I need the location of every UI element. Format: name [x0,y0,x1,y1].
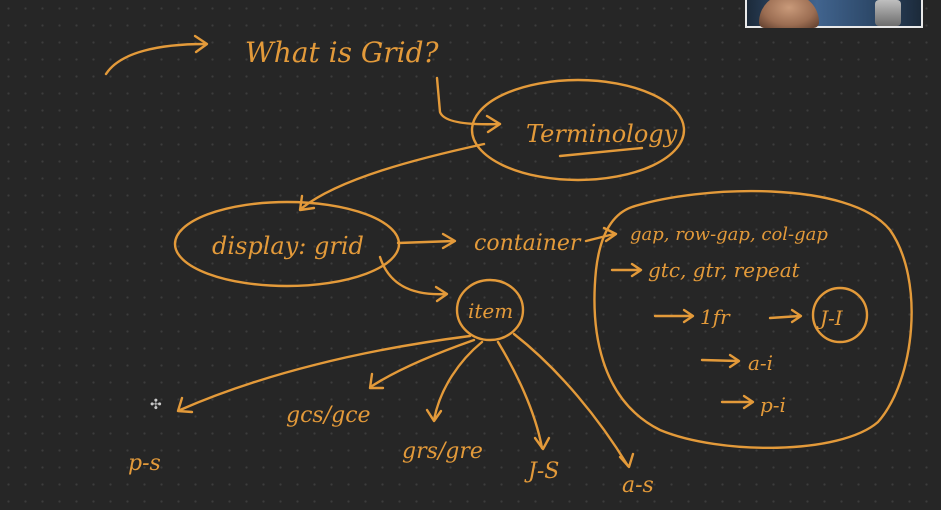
container-text: container [474,231,582,256]
ai-text: a-i [748,351,773,375]
display-to-container-head [441,232,457,250]
grs-text: grs/gre [402,439,483,464]
item-to-gcs-head [368,372,385,390]
ji-text: J-I [816,306,844,330]
fr-to-ji-arrow-head [790,308,803,324]
display-to-item [378,255,448,296]
presenter-face [759,0,819,28]
webcam-overlay [745,0,923,28]
title-to-terminology [435,76,502,126]
display-to-item-head [434,285,449,303]
fr-text: 1fr [700,305,731,329]
microphone [875,0,901,26]
display-to-container [396,239,456,245]
item-to-grs-head [425,408,443,423]
gtc-arrow-head [630,262,643,278]
item-text: item [468,299,513,323]
gcs-text: gcs/gce [286,403,371,428]
pi-arrow-head [742,394,755,410]
ai-arrow-head [728,353,741,369]
item-to-gcs [370,338,476,388]
title-text: What is Grid? [245,36,440,69]
item-to-ps [178,334,472,412]
ai-arrow [700,358,740,363]
display-grid-text: display: grid [212,232,364,260]
gtc-props: gtc, gtr, repeat [648,258,801,282]
item-to-ps-head [176,396,194,414]
intro-arrow [104,42,207,76]
container-to-props [584,232,616,243]
ps-text: p-s [128,451,161,476]
js-text: J-S [524,459,559,484]
item-to-as-head [618,452,635,469]
item-circle [455,278,525,342]
terminology-text: Terminology [526,120,678,148]
as-text: a-s [622,473,654,498]
terminology-circle [470,78,686,182]
intro-arrowhead [193,34,209,54]
item-to-grs [432,340,484,422]
fr-to-ji-arrow [768,314,802,320]
pi-text: p-i [760,393,786,417]
terminology-to-display [300,142,486,210]
terminology-underline [558,146,644,158]
item-to-js [496,340,544,450]
title-to-terminology-head [485,114,502,134]
gap-props: gap, row-gap, col-gap [630,224,828,245]
container-props-blob [593,189,913,449]
item-to-js-head [533,436,551,451]
fr-arrow-head [682,308,695,324]
item-to-as [512,332,630,468]
terminology-to-display-head [298,194,316,212]
cursor-icon: ✣ [150,397,162,413]
ji-circle [811,286,869,344]
